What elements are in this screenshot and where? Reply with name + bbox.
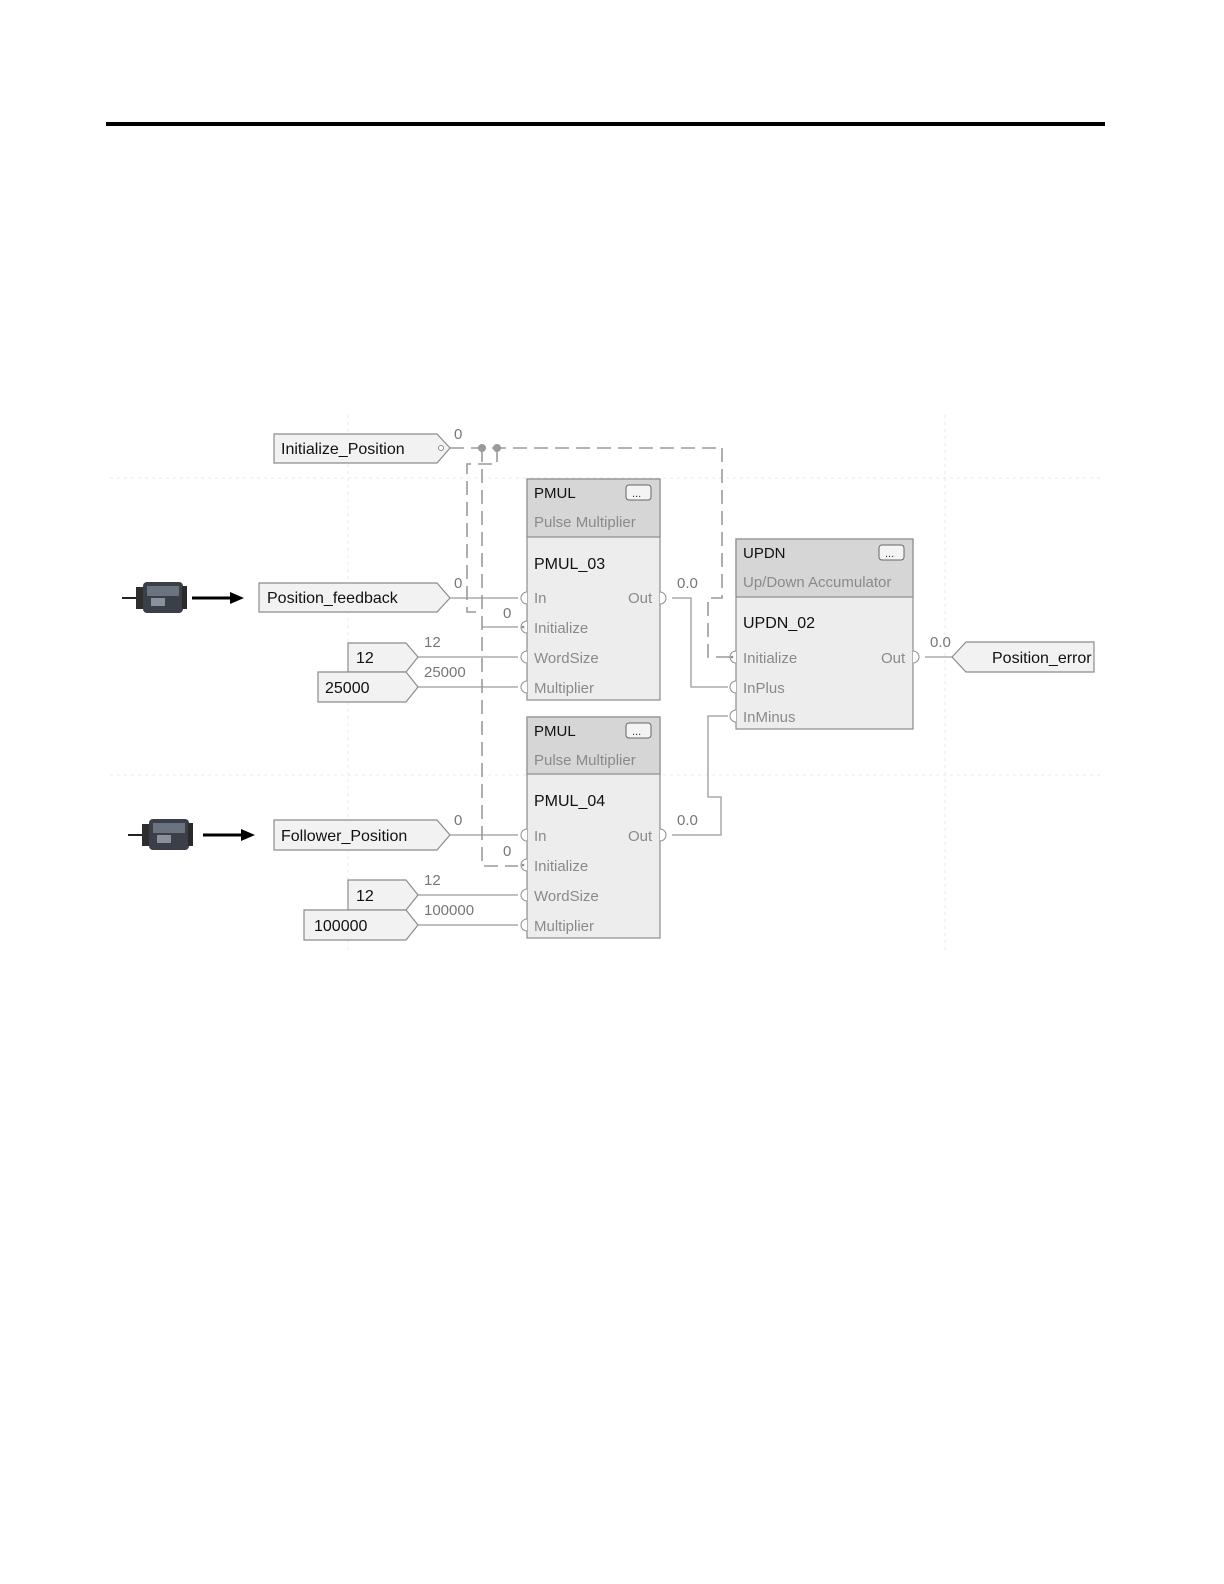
wire-values: 0 0 0 12 25000 0.0 0 0 12 100000 0.0 0.0: [424, 426, 951, 919]
pin-out: Out: [628, 828, 653, 845]
pin-multiplier: Multiplier: [534, 918, 594, 935]
value-pmul03-init: 0: [503, 605, 511, 622]
pin-out: Out: [628, 590, 653, 607]
pin-inplus: InPlus: [743, 680, 785, 697]
tag-label: 25000: [325, 680, 370, 697]
tag-label: Position_feedback: [267, 590, 399, 607]
block-type: UPDN: [743, 545, 786, 562]
block-properties-button[interactable]: ...: [625, 722, 652, 739]
tag-label: 12: [356, 888, 374, 905]
block-name: UPDN_02: [743, 615, 815, 632]
value-wordsize-1: 12: [424, 634, 441, 651]
value-updn-out: 0.0: [930, 634, 951, 651]
svg-text:...: ...: [885, 548, 894, 560]
value-pmul04-out: 0.0: [677, 812, 698, 829]
tag-multiplier-2[interactable]: 100000: [303, 909, 419, 941]
value-wordsize-2: 12: [424, 872, 441, 889]
data-wires: [418, 597, 952, 926]
svg-text:...: ...: [632, 726, 641, 738]
svg-text:...: ...: [632, 488, 641, 500]
value-multiplier-2: 100000: [424, 902, 474, 919]
tag-label: Initialize_Position: [281, 441, 405, 458]
value-pmul03-out: 0.0: [677, 575, 698, 592]
pin-out: Out: [881, 650, 906, 667]
motor-icon: [122, 582, 187, 613]
block-name: PMUL_03: [534, 556, 605, 573]
arrow-right-icon: [192, 592, 244, 604]
tag-label: 100000: [314, 918, 367, 935]
pin-initialize: Initialize: [743, 650, 797, 667]
tag-position-error[interactable]: Position_error: [951, 641, 1095, 673]
value-init-position: 0: [454, 426, 462, 443]
value-pmul04-init: 0: [503, 843, 511, 860]
block-pmul-03[interactable]: PMUL ... Pulse Multiplier PMUL_03 In Ini…: [520, 478, 667, 701]
block-updn-02[interactable]: UPDN ... Up/Down Accumulator UPDN_02 Ini…: [729, 538, 920, 730]
motor-icon: [128, 819, 193, 850]
tag-label: Follower_Position: [281, 828, 407, 845]
value-multiplier-1: 25000: [424, 664, 466, 681]
block-properties-button[interactable]: ...: [625, 484, 652, 501]
pin-inminus: InMinus: [743, 709, 796, 726]
value-follower-position: 0: [454, 812, 462, 829]
tag-label: Position_error: [992, 650, 1092, 667]
block-type: PMUL: [534, 485, 576, 502]
arrow-right-icon: [203, 829, 255, 841]
block-type: PMUL: [534, 723, 576, 740]
tag-multiplier-1[interactable]: 25000: [317, 671, 419, 703]
pin-wordsize: WordSize: [534, 888, 599, 905]
header-rule: [106, 122, 1105, 126]
block-description: Pulse Multiplier: [534, 514, 636, 531]
pin-initialize: Initialize: [534, 858, 588, 875]
tag-label: 12: [356, 650, 374, 667]
block-pmul-04[interactable]: PMUL ... Pulse Multiplier PMUL_04 In Ini…: [520, 716, 667, 939]
pin-in: In: [534, 590, 547, 607]
tag-wordsize-2[interactable]: 12: [347, 879, 419, 911]
initialize-wires: [450, 444, 735, 867]
pin-in: In: [534, 828, 547, 845]
tag-wordsize-1[interactable]: 12: [347, 642, 419, 673]
value-position-feedback: 0: [454, 575, 462, 592]
pin-multiplier: Multiplier: [534, 680, 594, 697]
pin-wordsize: WordSize: [534, 650, 599, 667]
tag-follower-position[interactable]: Follower_Position: [273, 819, 451, 851]
tag-initialize-position[interactable]: Initialize_Position: [273, 433, 451, 464]
tag-position-feedback[interactable]: Position_feedback: [258, 582, 451, 613]
block-description: Pulse Multiplier: [534, 752, 636, 769]
block-properties-button[interactable]: ...: [878, 544, 905, 561]
block-description: Up/Down Accumulator: [743, 574, 891, 591]
pin-initialize: Initialize: [534, 620, 588, 637]
block-name: PMUL_04: [534, 793, 605, 810]
